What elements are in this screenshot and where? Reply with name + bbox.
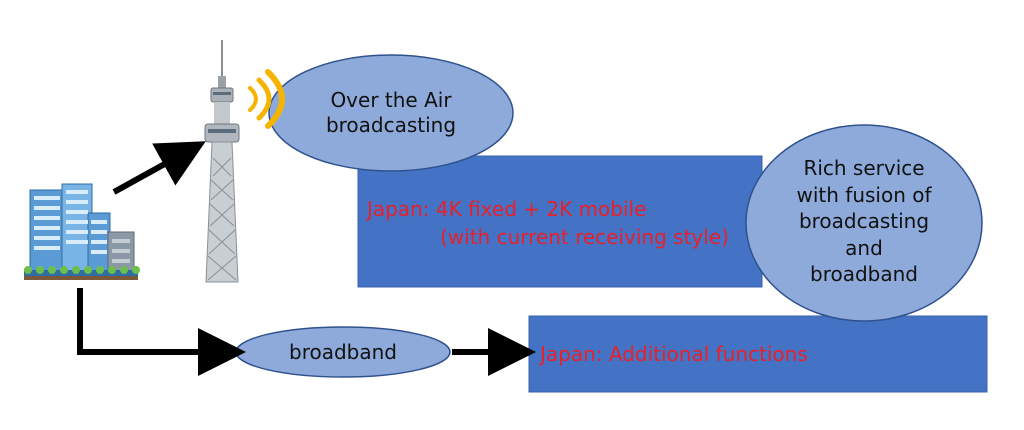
japan-main-label-line1: Japan: 4K fixed + 2K mobile — [367, 197, 647, 221]
buildings-icon — [24, 183, 140, 280]
rich-service-ellipse — [745, 124, 983, 322]
ota-label: Over the Air broadcasting — [296, 88, 486, 138]
japan-additional-box — [528, 315, 988, 393]
arrow-buildings-to-broadband — [77, 288, 246, 376]
rich-service-line-5: broadband — [810, 262, 918, 287]
tower-icon — [204, 40, 240, 283]
arrow-buildings-to-tower — [112, 141, 206, 195]
rich-service-line-1: Rich service — [803, 156, 925, 180]
rich-service-label: Rich service with fusion of broadcasting… — [770, 155, 958, 288]
signal-waves-icon — [248, 69, 285, 129]
japan-additional-label: Japan: Additional functions — [540, 342, 808, 366]
ota-ellipse — [268, 54, 514, 172]
rich-service-line-2: with fusion of — [796, 182, 932, 207]
japan-main-label-line2: (with current receiving style) — [440, 225, 729, 249]
ota-label-line2: broadcasting — [325, 113, 457, 137]
ota-label-line1: Over the Air — [330, 88, 452, 112]
rich-service-line-4: and — [845, 235, 883, 260]
broadband-label: broadband — [256, 340, 430, 365]
rich-service-line-3: broadcasting — [798, 209, 930, 234]
japan-main-box — [357, 155, 763, 288]
broadband-label-text: broadband — [289, 340, 397, 364]
